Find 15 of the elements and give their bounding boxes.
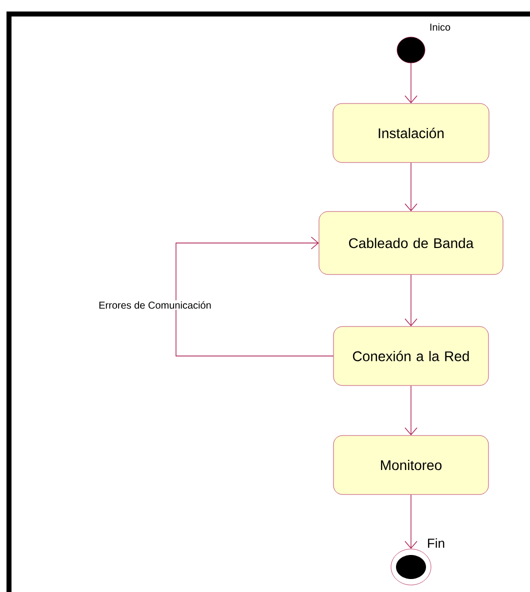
activity-box: Cableado de Banda: [318, 211, 504, 275]
arrow: [404, 274, 418, 326]
start-dot: [396, 36, 426, 64]
edge-label: Errores de Comunicación: [98, 300, 212, 310]
arrow: [176, 236, 334, 356]
arrow: [404, 162, 418, 212]
arrow: [404, 62, 418, 104]
activity-box: Instalación: [332, 103, 490, 163]
arrow: [404, 385, 418, 436]
node-label: Fin: [428, 538, 444, 548]
arrow: [404, 494, 418, 549]
activity-box: Conexión a la Red: [333, 326, 489, 386]
end-dot: [390, 548, 432, 586]
node-label: Inico: [430, 23, 450, 31]
activity-box: Monitoreo: [333, 435, 489, 495]
